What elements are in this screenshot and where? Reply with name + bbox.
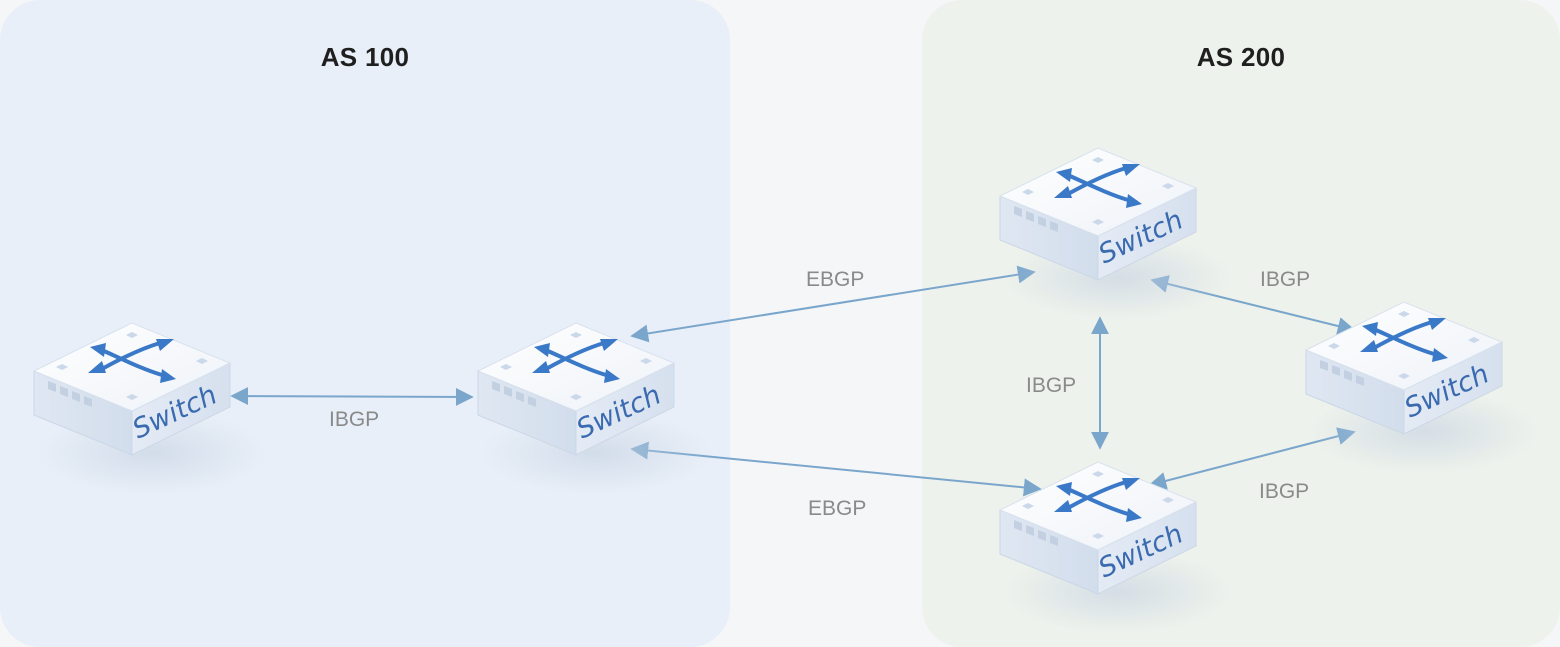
- link-label-ebgp-lower: EBGP: [808, 497, 866, 520]
- link-ebgp-upper: [630, 265, 1036, 343]
- link-label-ebgp-upper: EBGP: [806, 268, 864, 291]
- as100-zone: AS 100: [0, 0, 730, 647]
- as200-title: AS 200: [1196, 42, 1286, 72]
- switch-icon[interactable]: Switch: [32, 321, 269, 497]
- switch-icon[interactable]: Switch: [476, 321, 713, 497]
- link-as100-ibgp: [230, 387, 474, 406]
- switch-icon[interactable]: Switch: [1304, 300, 1541, 476]
- link-label-as200-upper-ibgp: IBGP: [1260, 268, 1310, 291]
- link-label-as200-vertical-ibgp: IBGP: [1026, 374, 1076, 397]
- link-label-as200-lower-ibgp: IBGP: [1259, 480, 1309, 503]
- switch-icon[interactable]: Switch: [998, 460, 1235, 636]
- link-label-as100-ibgp: IBGP: [329, 408, 379, 431]
- switch-icon[interactable]: Switch: [998, 146, 1235, 322]
- as100-title: AS 100: [320, 42, 410, 72]
